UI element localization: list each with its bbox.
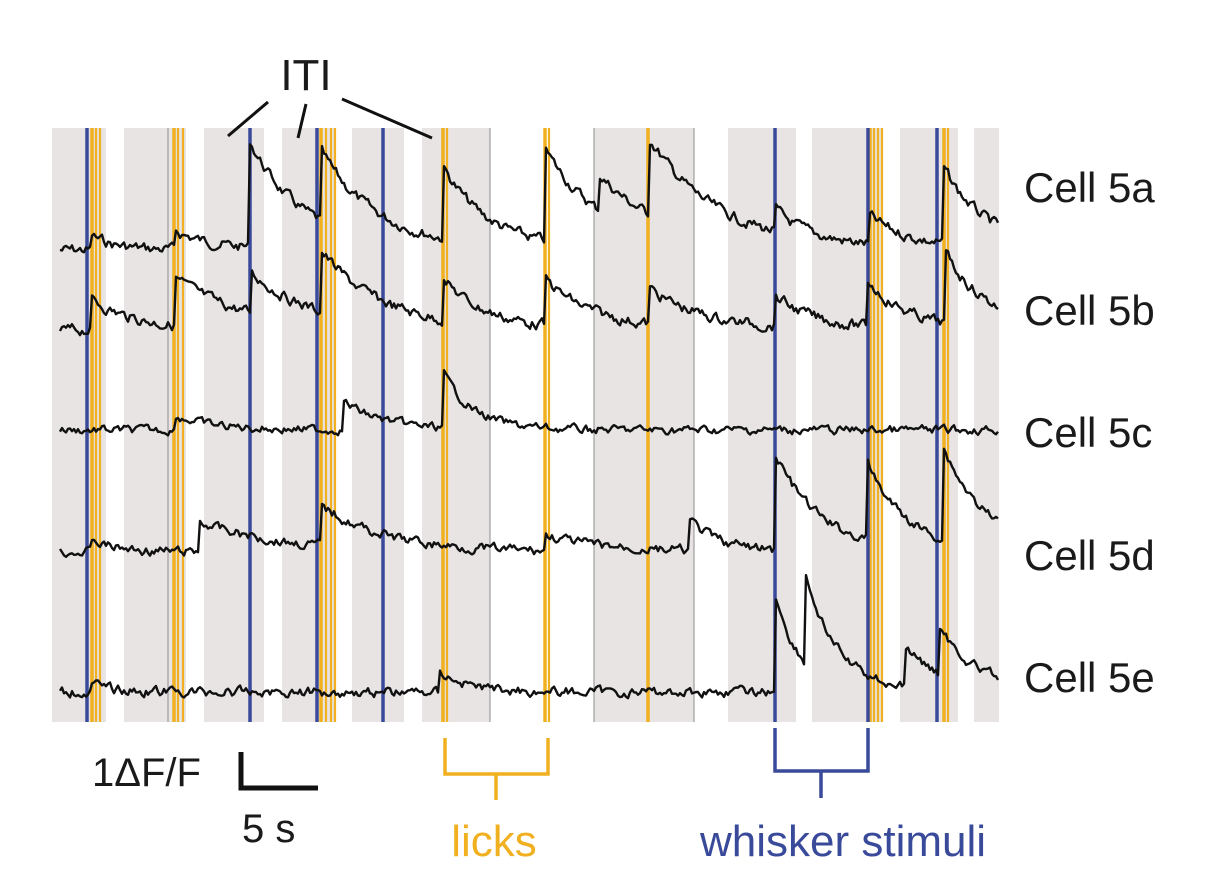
trace-cell-5c xyxy=(58,369,999,437)
cell-labels: Cell 5a Cell 5b Cell 5c Cell 5d Cell 5e xyxy=(1024,164,1155,701)
scale-bar: 1ΔF/F 5 s xyxy=(92,751,318,851)
trace-cell-5b xyxy=(58,249,999,337)
iti-pointer-1 xyxy=(227,100,269,138)
scale-bar-lines xyxy=(238,752,318,791)
cell-label-5d: Cell 5d xyxy=(1024,532,1155,579)
iti-pointer-2 xyxy=(296,103,308,139)
trial-band-7 xyxy=(594,128,694,722)
trace-cell-5a xyxy=(59,143,1000,254)
trial-band-1 xyxy=(52,128,106,722)
fluorescence-traces xyxy=(58,143,1000,700)
cell-label-5c: Cell 5c xyxy=(1024,409,1152,456)
iti-pointer-3 xyxy=(341,97,433,140)
licks-bracket xyxy=(443,738,550,800)
iti-annotation: ITI xyxy=(227,51,433,140)
trial-band-11 xyxy=(974,128,999,722)
licks-legend: licks xyxy=(443,738,550,866)
trial-separators xyxy=(167,128,695,722)
trial-band-10 xyxy=(900,128,958,722)
trial-band-5 xyxy=(352,128,404,722)
iti-label: ITI xyxy=(280,51,331,100)
whisker-bracket xyxy=(773,728,870,798)
trial-band-2 xyxy=(124,128,186,722)
trace-cell-5e xyxy=(58,573,1000,700)
whisker-legend: whisker stimuli xyxy=(699,728,986,866)
cell-label-5a: Cell 5a xyxy=(1024,164,1155,211)
event-lines xyxy=(85,128,950,722)
whisker-label: whisker stimuli xyxy=(699,817,986,866)
scale-bar-y-label: 1ΔF/F xyxy=(92,751,201,795)
scale-bar-x-label: 5 s xyxy=(242,807,295,851)
cell-label-5e: Cell 5e xyxy=(1024,654,1155,701)
licks-label: licks xyxy=(451,817,537,866)
trace-cell-5d xyxy=(58,447,999,558)
cell-label-5b: Cell 5b xyxy=(1024,287,1155,334)
